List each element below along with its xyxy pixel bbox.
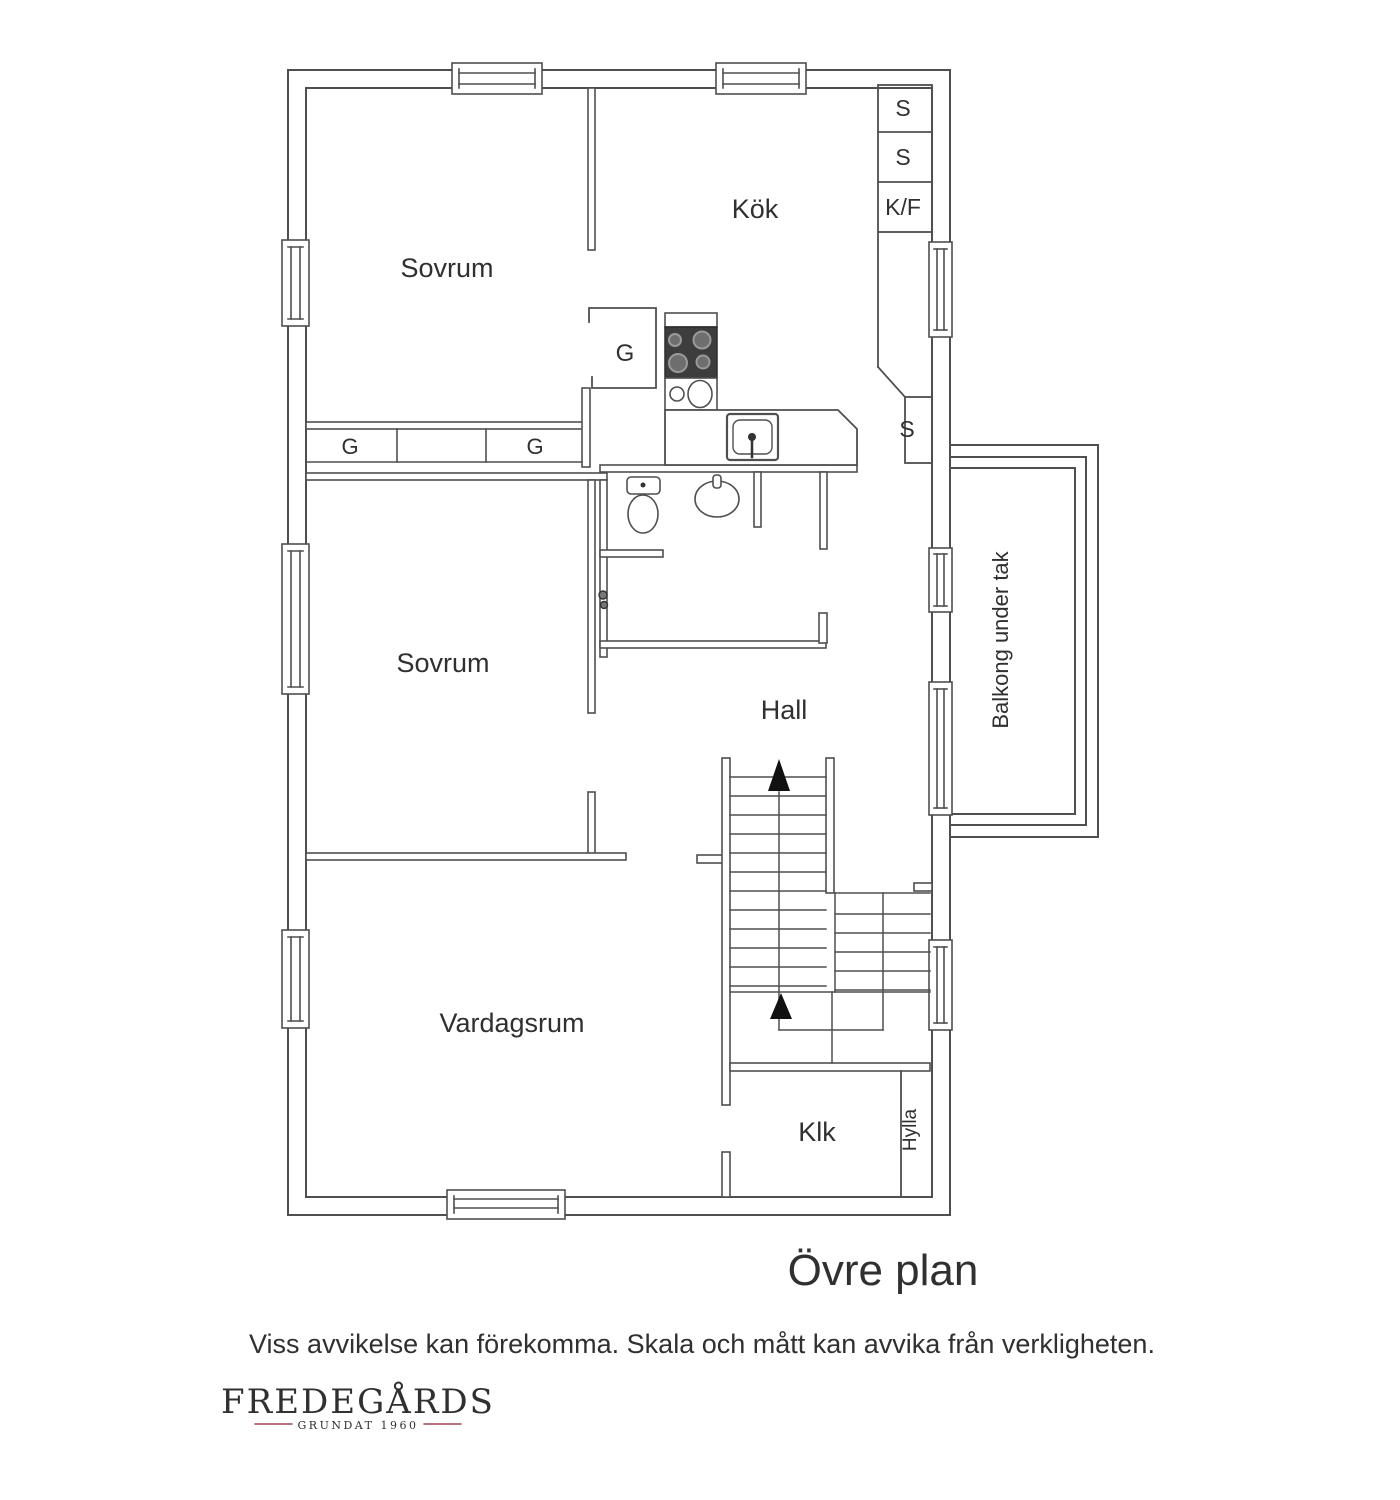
disclaimer-text: Viss avvikelse kan förekomma. Skala och … <box>249 1329 1155 1359</box>
kitchen-sink-icon <box>725 412 780 462</box>
room-label-shelf: Hylla <box>900 1108 921 1151</box>
brand-logo-tagline: GRUNDAT 1960 <box>298 1419 419 1432</box>
stove-icon <box>664 312 718 411</box>
staircase <box>729 776 931 1064</box>
balcony-door-window-icon <box>928 681 953 816</box>
cabinet-label-g-left: G <box>341 434 358 459</box>
window-icon <box>281 929 310 1029</box>
room-label-hall: Hall <box>761 695 808 725</box>
cabinet-label-s3: S <box>899 416 914 442</box>
window-icon <box>281 239 310 327</box>
windows <box>281 62 953 1220</box>
window-icon <box>281 543 310 695</box>
room-label-living-room: Vardagsrum <box>439 1008 584 1038</box>
window-icon <box>446 1189 566 1220</box>
cabinet-label-s2: S <box>895 144 910 170</box>
toilet-icon <box>626 476 661 534</box>
brand-logo: FREDEGÅRDS GRUNDAT 1960 <box>221 1381 495 1432</box>
interior-walls <box>305 87 933 1198</box>
cabinet-label-g-stove: G <box>616 340 635 367</box>
kitchen-counter <box>664 409 858 466</box>
stairs-up-arrow-icon <box>768 759 792 1019</box>
exterior-walls <box>287 69 951 1216</box>
closet-strip <box>305 428 583 463</box>
room-label-bedroom1: Sovrum <box>400 253 493 283</box>
wardrobe-g-stove <box>588 307 657 389</box>
plan-title: Övre plan <box>788 1246 979 1295</box>
window-icon <box>715 62 807 95</box>
window-icon <box>928 241 953 338</box>
kitchen-cabinets <box>876 84 933 464</box>
window-icon <box>928 547 953 613</box>
cabinet-label-kf: K/F <box>885 194 921 220</box>
window-icon <box>451 62 543 95</box>
room-label-bedroom2: Sovrum <box>396 648 489 678</box>
washbasin-icon <box>694 474 740 518</box>
room-label-balcony: Balkong under tak <box>988 550 1013 728</box>
window-icon <box>928 939 953 1031</box>
room-label-kitchen: Kök <box>732 194 779 224</box>
cabinet-label-g-right: G <box>526 434 543 459</box>
room-label-closet-room: Klk <box>798 1117 836 1147</box>
balcony-railing <box>949 444 1099 838</box>
brand-logo-name: FREDEGÅRDS <box>221 1381 495 1422</box>
cabinet-label-s1: S <box>895 95 910 121</box>
floor-drain-icon <box>598 590 609 610</box>
